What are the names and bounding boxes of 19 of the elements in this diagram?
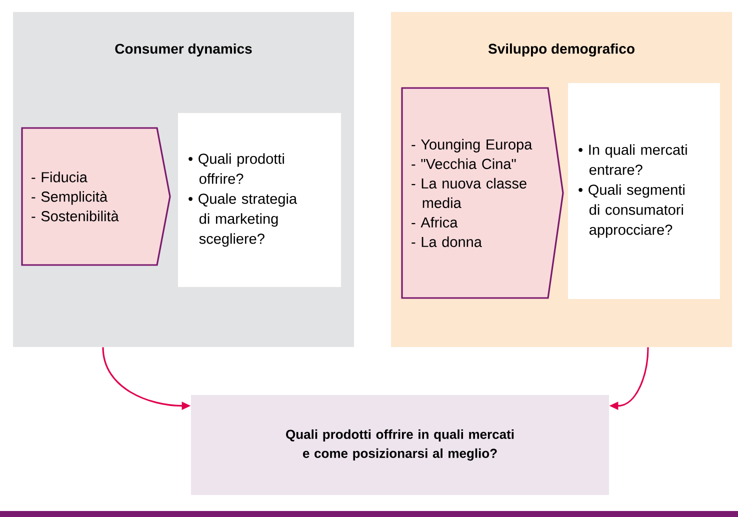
- list-item: - Semplicità: [32, 191, 108, 205]
- list-item: - "Vecchia Cina": [412, 158, 516, 170]
- pentagon-box: [21, 127, 171, 266]
- question-item: • Quali prodotti offrire?: [188, 153, 284, 184]
- list-item: - Fiducia: [32, 172, 88, 182]
- list-item: - Younging Europa: [412, 138, 532, 152]
- panel-title: Sviluppo demografico: [488, 43, 634, 57]
- list-item: - Africa: [412, 216, 458, 228]
- list-item: - Sostenibilità: [32, 210, 119, 222]
- list-item: - La donna: [412, 236, 482, 248]
- question-item: • In quali mercati entrare?: [578, 144, 687, 175]
- question-box: [178, 113, 341, 287]
- pentagon-box: [401, 87, 564, 299]
- question-item: • Quali segmenti di consumatori approcciare?: [578, 184, 684, 238]
- panel-title: Consumer dynamics: [115, 43, 252, 57]
- list-item: - La nuova classe media: [412, 178, 526, 208]
- question-box: [568, 83, 720, 299]
- conclusion-box: Quali prodotti offrire in quali mercati e come posizionarsi al meglio?: [191, 395, 609, 495]
- question-item: • Quale strategia di marketing scegliere?: [188, 193, 298, 247]
